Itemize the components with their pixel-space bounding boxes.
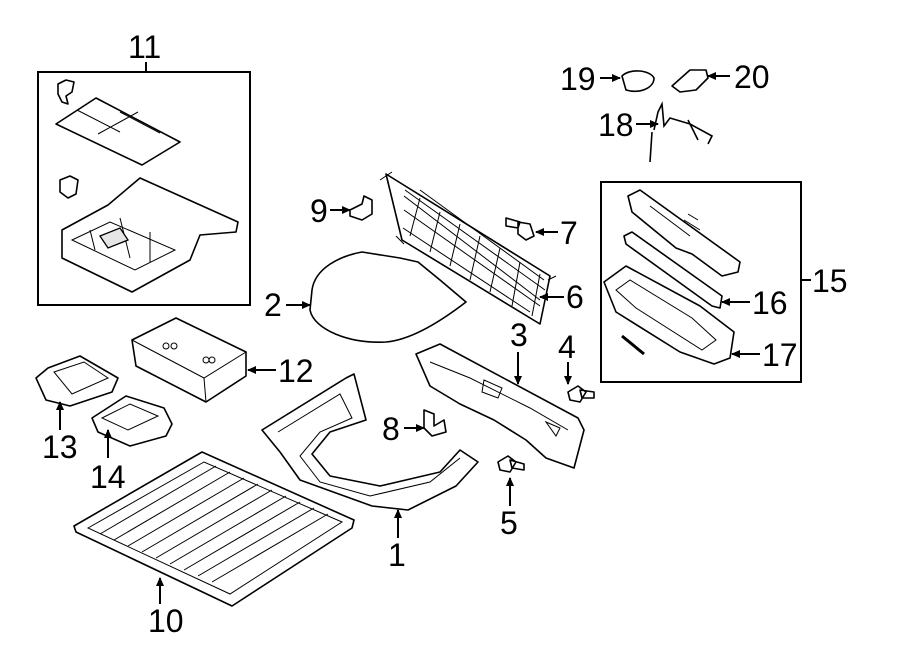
callout-6: 6 [566,279,584,315]
part-8-clip [423,409,447,437]
callout-19: 19 [560,61,596,97]
callout-3: 3 [510,317,528,353]
callout-16: 16 [752,285,788,321]
callout-17: 17 [762,337,798,373]
callout-9: 9 [310,193,328,229]
part-11-clip-bottom [59,175,79,199]
callout-4: 4 [558,329,576,365]
part-1-floor-trim [261,373,479,511]
callout-20: 20 [734,59,770,95]
part-12-foam-block [131,317,247,403]
part-20-cap [671,69,709,93]
part-17-tool-tray [603,265,735,365]
part-5-fastener [497,455,525,473]
part-9-clip [349,195,373,221]
callout-11: 11 [128,29,161,65]
part-11-box [37,71,251,306]
part-15-group [600,181,811,383]
callout-14: 14 [90,459,126,495]
part-4-fastener [567,385,595,403]
callout-7: 7 [560,215,578,251]
part-7-bolt [505,217,535,241]
part-14-storage-bin [91,395,173,447]
part-15-wrench [621,334,645,356]
callout-15: 15 [812,263,848,299]
part-18-jack-handle [649,101,714,163]
part-15-box [600,181,802,383]
part-11-group [37,62,251,306]
part-19-cap [621,70,655,93]
callout-8: 8 [382,411,400,447]
callout-5: 5 [500,505,518,541]
part-2-floor-cover [309,251,467,343]
part-15-jack [627,189,741,277]
callout-10: 10 [148,603,184,639]
callout-12: 12 [278,353,314,389]
part-16-jack-tray [623,231,723,309]
part-10-cargo-mat [73,451,355,607]
callout-2: 2 [264,287,282,323]
part-13-storage-bin [35,355,119,407]
part-11-clip-top [57,79,75,105]
callout-18: 18 [598,107,634,143]
callout-13: 13 [42,429,78,465]
callout-1: 1 [388,537,406,573]
part-6-cargo-net [379,171,557,325]
part-3-scuff-plate [415,343,585,469]
